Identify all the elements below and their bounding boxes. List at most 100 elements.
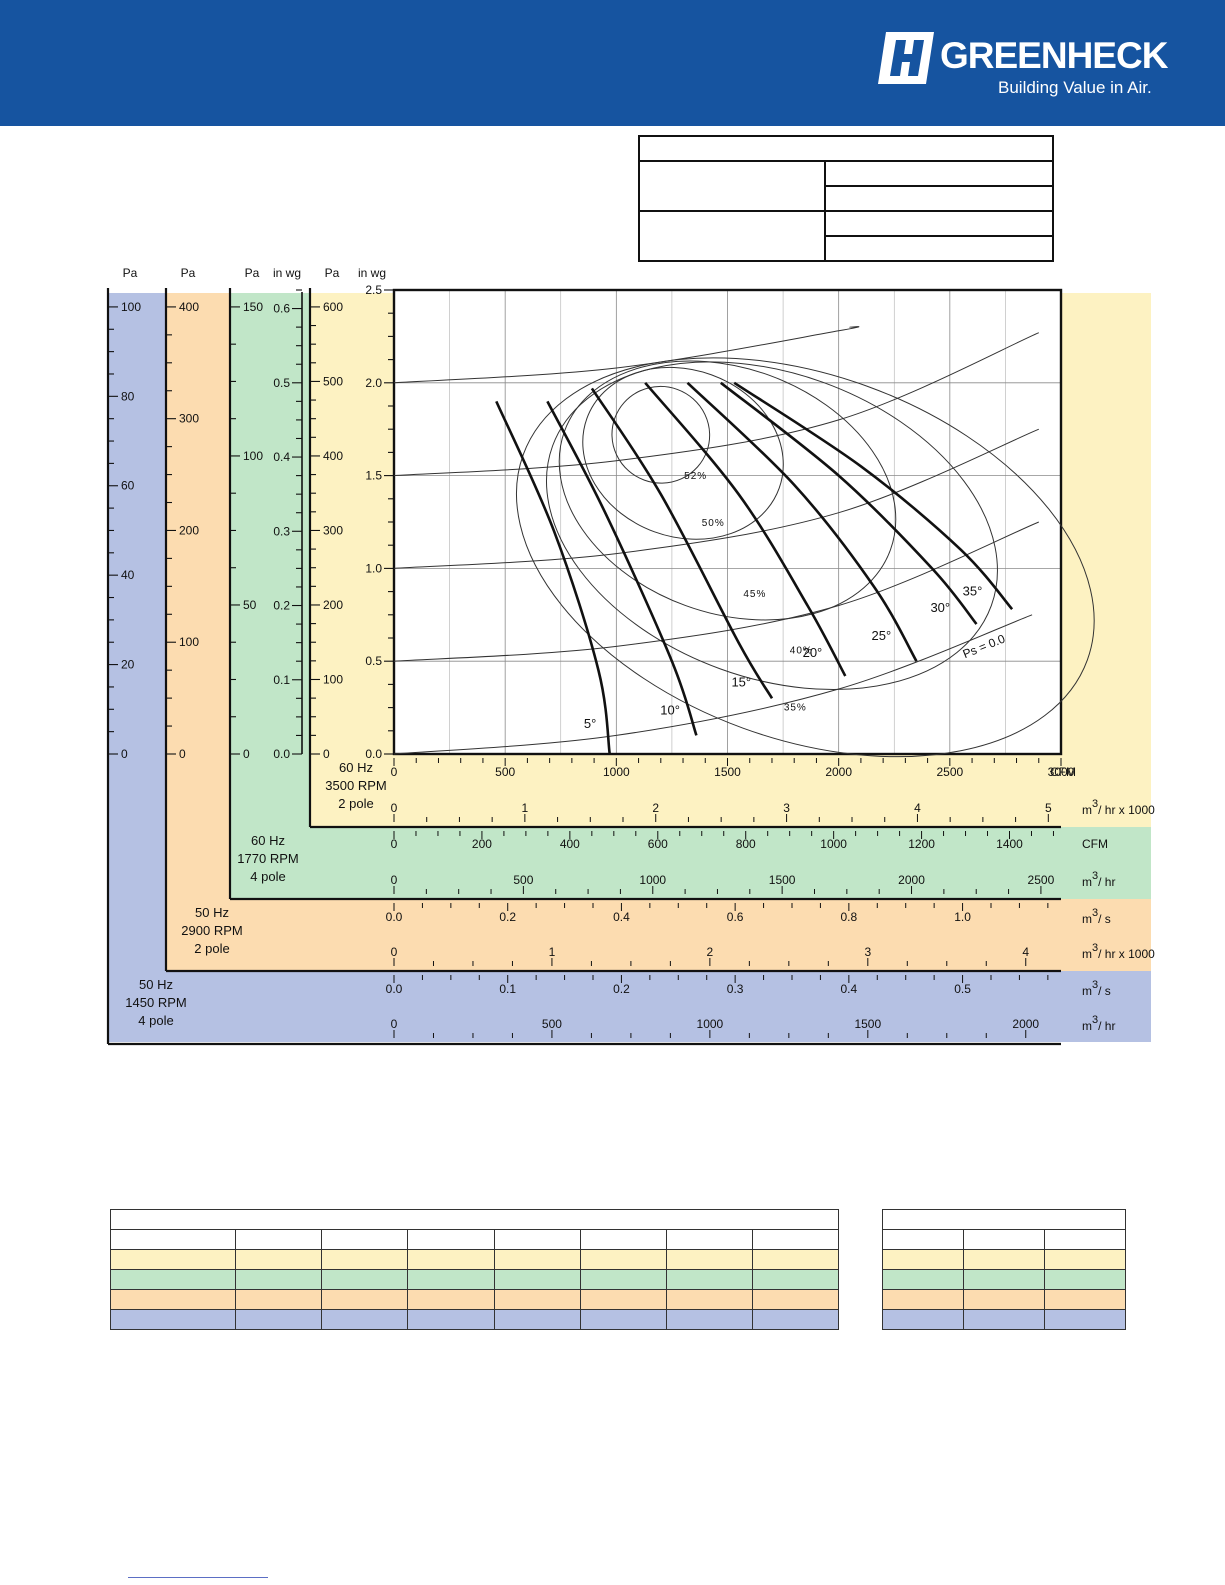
flow-scale-label: 0 <box>391 945 398 959</box>
brand-tagline: Building Value in Air. <box>998 78 1152 97</box>
flow-scale-label: 0.1 <box>499 982 516 996</box>
spec-cell <box>638 210 826 262</box>
system-curve <box>393 326 860 384</box>
flow-scale-label: 2000 <box>898 873 925 887</box>
table-cell <box>963 1269 1045 1290</box>
flow-scale-label: 0 <box>391 801 398 815</box>
table-cell <box>882 1289 964 1310</box>
spec-cell <box>824 185 1054 212</box>
flow-scale-unit: CFM <box>1050 765 1076 779</box>
flow-scale-label: 400 <box>560 837 580 851</box>
spec-cell <box>638 160 826 212</box>
pressure-axis-unit: Pa <box>123 266 138 280</box>
table-header-row <box>109 1229 840 1250</box>
table-cell <box>665 1289 753 1310</box>
pressure-axis-label: 500 <box>323 374 343 388</box>
flow-scale-label: 1000 <box>820 837 847 851</box>
flow-scale-label: 500 <box>495 765 515 779</box>
spec-cell <box>638 135 1054 162</box>
blade-angle-curve <box>590 387 774 699</box>
flow-scale-label: 1500 <box>714 765 741 779</box>
table-cell <box>882 1309 964 1330</box>
flow-scale-label: 0.4 <box>613 910 630 924</box>
table-cell <box>235 1289 323 1310</box>
table-cell <box>963 1309 1045 1330</box>
efficiency-label: 45% <box>743 589 766 600</box>
table-cell <box>321 1269 409 1290</box>
table-cell <box>235 1309 323 1330</box>
pressure-axis-unit: Pa <box>245 266 260 280</box>
table-cell <box>493 1289 581 1310</box>
flow-scale-label: 1000 <box>697 1017 724 1031</box>
pressure-axis-label: 0.5 <box>273 376 290 390</box>
table-cell <box>665 1309 753 1330</box>
pressure-axis-label: 0.2 <box>273 599 290 613</box>
pressure-axis-label: 0 <box>323 747 330 761</box>
brand-name: GREENHECK <box>940 35 1168 76</box>
flow-scale-label: 3000 <box>1048 765 1075 779</box>
table-header-row <box>882 1229 1126 1250</box>
flow-scale-label: 2500 <box>1028 873 1055 887</box>
blade-angle-label: 30° <box>930 600 950 615</box>
flow-scale-label: 1500 <box>769 873 796 887</box>
table-header-cell <box>1044 1229 1126 1250</box>
pressure-axis-label: 0.5 <box>365 654 382 668</box>
table-header-cell <box>493 1229 581 1250</box>
table-header-cell <box>963 1229 1045 1250</box>
table-cell <box>407 1309 495 1330</box>
pressure-axis-label: 80 <box>121 389 135 403</box>
pressure-axis-label: 200 <box>179 523 199 537</box>
pressure-axis-label: 300 <box>323 523 343 537</box>
flow-scale-label: 2000 <box>825 765 852 779</box>
blade-angle-curve <box>686 381 918 662</box>
flow-scale-label: 0 <box>391 1017 398 1031</box>
flow-scale-label: 1200 <box>908 837 935 851</box>
flow-scale-label: 0.0 <box>386 982 403 996</box>
flow-scale-label: 3 <box>864 945 871 959</box>
blade-angle-label: 20° <box>803 645 823 660</box>
flow-scale-label: 2500 <box>936 765 963 779</box>
table-cell <box>407 1249 495 1270</box>
table-cell <box>235 1269 323 1290</box>
performance-table-left <box>109 1209 840 1330</box>
flow-scale-label: 0.4 <box>841 982 858 996</box>
table-cell <box>751 1289 840 1310</box>
spec-table-row <box>638 160 1054 212</box>
pressure-axis-label: 400 <box>179 300 199 314</box>
table-cell <box>882 1269 964 1290</box>
table-row <box>882 1289 1126 1310</box>
efficiency-contour <box>611 385 711 484</box>
table-cell <box>579 1289 667 1310</box>
blade-angle-curve <box>719 381 978 625</box>
table-header-cell <box>407 1229 495 1250</box>
pressure-axis-label: 100 <box>243 449 263 463</box>
efficiency-label: 35% <box>784 703 807 714</box>
table-cell <box>321 1289 409 1310</box>
table-cell <box>1044 1269 1126 1290</box>
table-cell <box>235 1249 323 1270</box>
flow-scale-label: 2 <box>652 801 659 815</box>
pressure-axis-label: 100 <box>323 672 343 686</box>
table-cell <box>407 1289 495 1310</box>
table-row <box>109 1249 840 1270</box>
pressure-axis-label: 100 <box>121 300 141 314</box>
pressure-axis-label: 200 <box>323 598 343 612</box>
flow-scale-label: 600 <box>648 837 668 851</box>
table-cell <box>493 1249 581 1270</box>
table-cell <box>407 1269 495 1290</box>
speed-band-label: 50 Hz <box>139 977 173 992</box>
pressure-axis-label: 1.5 <box>365 469 382 483</box>
pressure-axis-label: 0.0 <box>273 747 290 761</box>
pressure-axis-label: 0 <box>243 747 250 761</box>
flow-scale-unit: m3/ hr x 1000 <box>1082 942 1155 961</box>
pressure-axis-label: 20 <box>121 658 135 672</box>
flow-scale-unit: m3/ s <box>1082 907 1111 926</box>
footer-link-underline <box>128 1577 268 1578</box>
page-header: GREENHECK Building Value in Air. <box>0 0 1225 126</box>
table-cell <box>579 1309 667 1330</box>
table-cell <box>882 1209 1126 1230</box>
flow-scale-label: 0.5 <box>954 982 971 996</box>
system-curve <box>393 332 1039 477</box>
pressure-axis-label: 300 <box>179 412 199 426</box>
speed-band-label: 1450 RPM <box>125 995 186 1010</box>
